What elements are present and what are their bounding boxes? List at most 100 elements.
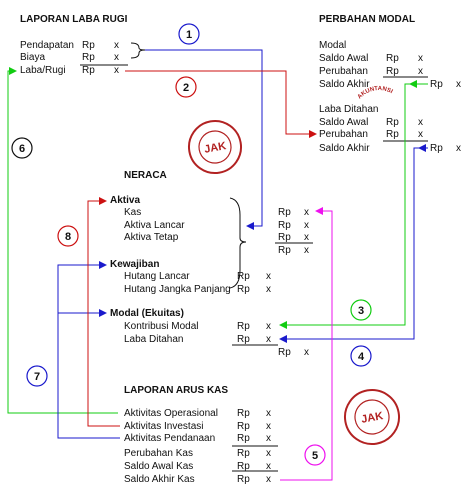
row-currency: Rp: [237, 421, 250, 432]
row-value: x: [304, 232, 309, 243]
arrow-7-blue: [57, 261, 120, 439]
row-value: x: [266, 271, 271, 282]
arrow-2-red: [125, 70, 317, 138]
arus-kas-title: LAPORAN ARUS KAS: [124, 385, 229, 396]
row-currency: Rp: [386, 129, 399, 140]
row-label: Perubahan Kas: [124, 448, 193, 459]
row-currency: Rp: [386, 117, 399, 128]
svg-text:JAK: JAK: [203, 140, 227, 156]
row-currency: Rp: [237, 433, 250, 444]
row-label: Saldo Akhir Kas: [124, 474, 195, 485]
arrow-8-red: [87, 197, 120, 427]
svg-text:1: 1: [186, 29, 192, 41]
row-currency: Rp: [237, 321, 250, 332]
svg-text:6: 6: [19, 143, 25, 155]
row-value: x: [266, 321, 271, 332]
row-label: Aktiva Tetap: [124, 232, 179, 243]
row-currency: Rp: [237, 408, 250, 419]
marker-7: 7: [26, 365, 48, 387]
row-value: x: [114, 65, 119, 76]
row-value: x: [456, 143, 461, 154]
row-label: Hutang Jangka Panjang: [124, 284, 231, 295]
row-value: x: [114, 40, 119, 51]
row-value: x: [304, 347, 309, 358]
row-value: x: [304, 245, 309, 256]
row-value: x: [266, 408, 271, 419]
laba-ditahan-header: Laba Ditahan: [319, 104, 379, 115]
row-label: Aktivitas Operasional: [124, 408, 218, 419]
marker-6: 6: [11, 137, 33, 159]
row-value: x: [114, 52, 119, 63]
row-currency: Rp: [386, 53, 399, 64]
row-label: Aktivitas Investasi: [124, 421, 204, 432]
row-currency: Rp: [237, 448, 250, 459]
row-label: Saldo Awal Kas: [124, 461, 194, 472]
row-currency: Rp: [278, 207, 291, 218]
laba-rugi-title: LAPORAN LABA RUGI: [20, 14, 128, 25]
svg-text:4: 4: [358, 351, 365, 363]
row-currency: Rp: [237, 284, 250, 295]
row-label: Biaya: [20, 52, 46, 63]
marker-4: 4: [350, 345, 372, 367]
row-label: Kas: [124, 207, 142, 218]
row-label: Perubahan: [319, 66, 368, 77]
arrow-5-magenta: [280, 207, 333, 481]
row-currency: Rp: [278, 220, 291, 231]
neraca-title: NERACA: [124, 170, 167, 181]
row-value: x: [304, 207, 309, 218]
row-value: x: [304, 220, 309, 231]
marker-3: 3: [350, 299, 372, 321]
row-value: x: [418, 66, 423, 77]
row-currency: Rp: [386, 66, 399, 77]
svg-text:8: 8: [65, 231, 71, 243]
row-label: Laba Ditahan: [124, 334, 184, 345]
row-currency: Rp: [278, 232, 291, 243]
row-value: x: [266, 448, 271, 459]
row-currency: Rp: [82, 40, 95, 51]
jak-stamp-top: AKUNTANSI JAK: [188, 83, 395, 174]
marker-8: 8: [57, 225, 79, 247]
row-value: x: [266, 461, 271, 472]
row-label: Saldo Awal: [319, 53, 369, 64]
arrow-1-blue: [145, 49, 263, 230]
modal-header: Modal: [319, 40, 347, 51]
row-label: Kontribusi Modal: [124, 321, 199, 332]
row-currency: Rp: [278, 245, 291, 256]
marker-2: 2: [175, 76, 197, 98]
row-currency: Rp: [430, 79, 443, 90]
row-label: Saldo Akhir: [319, 143, 370, 154]
aktiva-header: Aktiva: [110, 195, 141, 206]
row-label: Aktivitas Pendanaan: [124, 433, 216, 444]
perubahan-modal-title: PERBAHAN MODAL: [319, 14, 416, 25]
row-currency: Rp: [430, 143, 443, 154]
row-currency: Rp: [237, 474, 250, 485]
jak-stamp-bottom: JAK: [344, 389, 400, 445]
row-value: x: [266, 474, 271, 485]
svg-text:5: 5: [312, 450, 318, 462]
svg-text:2: 2: [183, 82, 189, 94]
row-currency: Rp: [278, 347, 291, 358]
svg-text:7: 7: [34, 371, 40, 383]
marker-5: 5: [304, 444, 326, 466]
row-value: x: [266, 433, 271, 444]
modal-ekuitas-header: Modal (Ekuitas): [110, 308, 184, 319]
row-currency: Rp: [82, 65, 95, 76]
row-value: x: [266, 284, 271, 295]
row-label: Pendapatan: [20, 40, 74, 51]
arrow-6-green: [7, 67, 118, 414]
row-label: Laba/Rugi: [20, 65, 66, 76]
marker-1: 1: [178, 23, 200, 45]
row-currency: Rp: [237, 271, 250, 282]
row-value: x: [418, 53, 423, 64]
row-value: x: [266, 334, 271, 345]
row-value: x: [456, 79, 461, 90]
row-label: Perubahan: [319, 129, 368, 140]
row-value: x: [266, 421, 271, 432]
row-value: x: [418, 117, 423, 128]
row-value: x: [418, 129, 423, 140]
row-label: Saldo Akhir: [319, 79, 370, 90]
svg-text:JAK: JAK: [360, 410, 384, 426]
row-currency: Rp: [237, 334, 250, 345]
row-label: Saldo Awal: [319, 117, 369, 128]
